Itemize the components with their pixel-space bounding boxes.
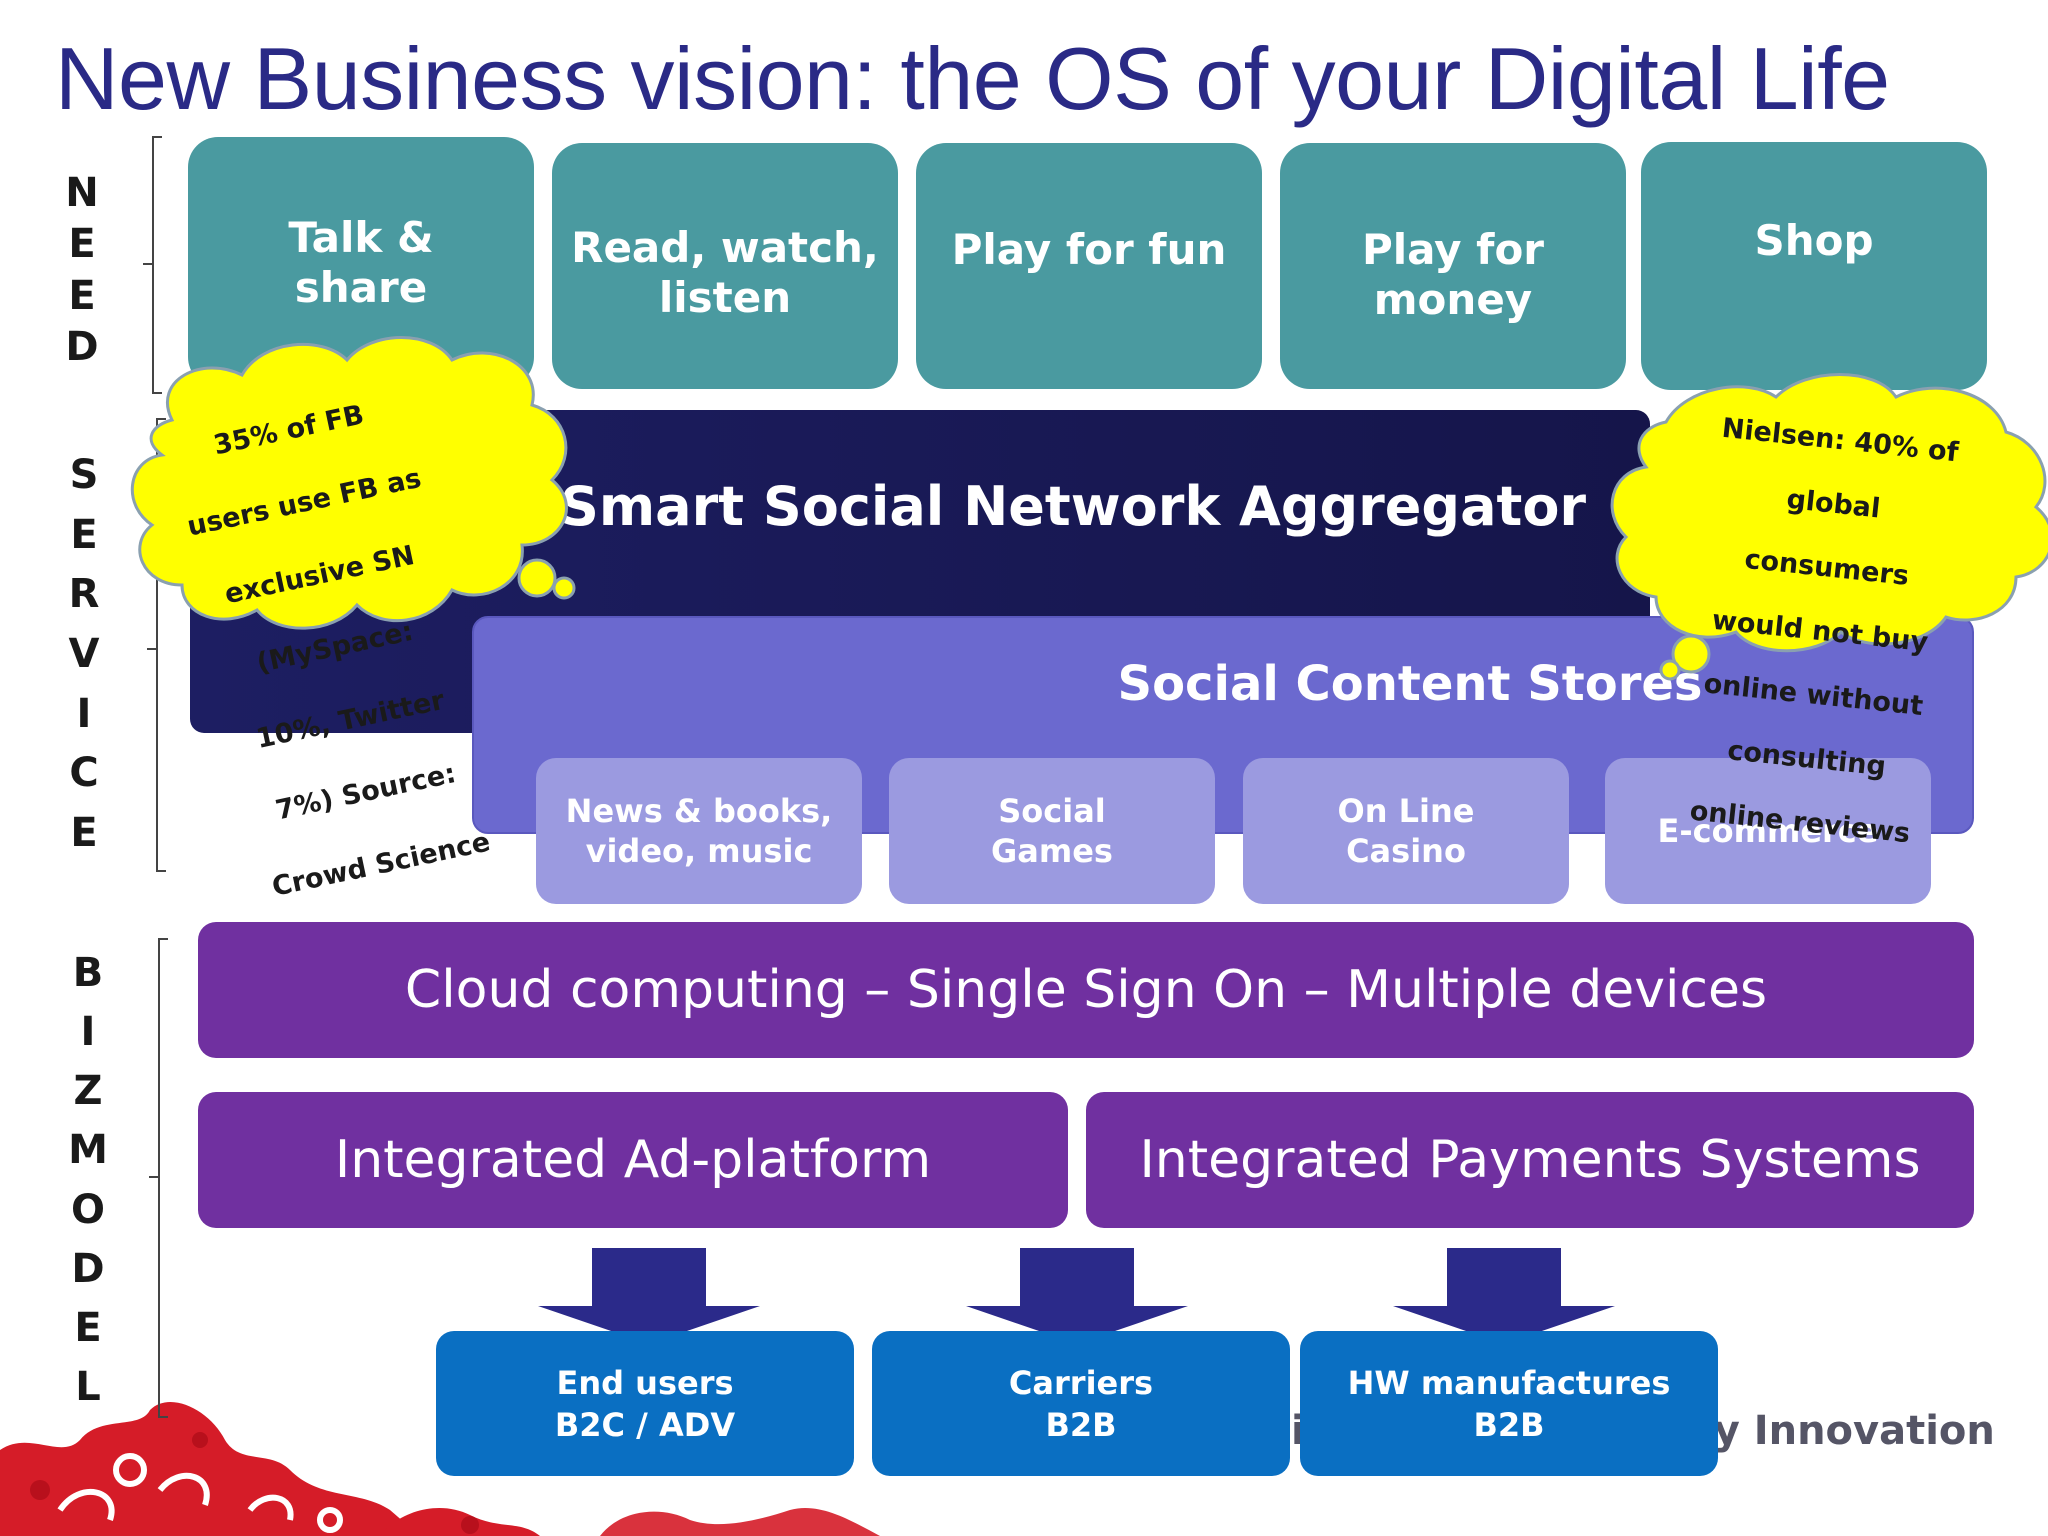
need-play-for-money: Play for money bbox=[1280, 143, 1626, 389]
store-social-games: Social Games bbox=[889, 758, 1215, 904]
right-callout-line: Nielsen: 40% of bbox=[1720, 412, 1960, 469]
down-arrow-icon bbox=[538, 1248, 760, 1344]
footer-partial-text: ly Innovation bbox=[1700, 1408, 1995, 1454]
aggregator-label: Smart Social Network Aggregator bbox=[560, 475, 1587, 538]
need-read-watch-listen: Read, watch, listen bbox=[552, 143, 898, 389]
bizmodel-letter: B bbox=[72, 950, 104, 996]
store-online-casino: On Line Casino bbox=[1243, 758, 1569, 904]
down-arrow-icon bbox=[1393, 1248, 1615, 1344]
bizmodel-letter: D bbox=[71, 1245, 105, 1292]
need-talk-share: Talk & share bbox=[188, 137, 534, 387]
decorative-red-pattern bbox=[0, 1401, 880, 1536]
need-letter: E bbox=[68, 221, 96, 268]
need-bracket bbox=[152, 136, 162, 394]
right-callout-line: online reviews bbox=[1688, 795, 1912, 850]
integrated-ad-platform-bar: Integrated Ad-platform bbox=[198, 1092, 1068, 1228]
store-e-commerce: E-commerce bbox=[1605, 758, 1931, 904]
cloud-computing-bar: Cloud computing – Single Sign On – Multi… bbox=[198, 922, 1974, 1058]
service-side-label: S E R V I C E bbox=[54, 452, 114, 856]
service-bracket bbox=[156, 418, 166, 872]
right-callout-line: global bbox=[1785, 483, 1882, 525]
bizmodel-side-label: B I Z M O D E L bbox=[58, 950, 118, 1410]
down-arrow-icon bbox=[966, 1248, 1188, 1344]
bizmodel-bracket-tick bbox=[149, 1176, 158, 1178]
bizmodel-letter: Z bbox=[73, 1068, 103, 1115]
need-shop: Shop bbox=[1641, 142, 1987, 390]
need-play-for-fun: Play for fun bbox=[916, 143, 1262, 389]
right-callout-line: consumers bbox=[1743, 543, 1911, 592]
right-callout-text: Nielsen: 40% of global consumers would n… bbox=[1616, 374, 2024, 889]
need-letter: D bbox=[65, 323, 99, 370]
need-side-label: N E E D bbox=[52, 170, 112, 370]
right-callout-line: would not buy bbox=[1710, 604, 1930, 659]
need-letter: E bbox=[68, 272, 96, 319]
service-bracket-tick bbox=[147, 648, 156, 650]
need-bracket-tick bbox=[143, 263, 152, 265]
down-arrows bbox=[538, 1248, 1615, 1344]
right-callout-line: online without bbox=[1702, 668, 1925, 723]
store-news-books: News & books, video, music bbox=[536, 758, 862, 904]
bizmodel-letter: E bbox=[74, 1304, 102, 1351]
bizmodel-letter: L bbox=[75, 1363, 101, 1410]
integrated-payments-bar: Integrated Payments Systems bbox=[1086, 1092, 1974, 1228]
right-callout-line: consulting bbox=[1725, 735, 1888, 783]
service-letter: C bbox=[69, 750, 99, 797]
service-letter: E bbox=[70, 809, 98, 856]
service-letter: S bbox=[69, 452, 99, 498]
right-callout-cloud bbox=[1610, 373, 2048, 681]
target-carriers: Carriers B2B bbox=[872, 1331, 1290, 1476]
service-letter: V bbox=[68, 630, 100, 677]
social-content-stores-label: Social Content Stores bbox=[1117, 656, 1703, 712]
page-title: New Business vision: the OS of your Digi… bbox=[55, 29, 1890, 128]
bizmodel-letter: M bbox=[68, 1127, 108, 1174]
service-letter: I bbox=[76, 690, 92, 737]
target-hw-manufacturers: HW manufactures B2B bbox=[1300, 1331, 1718, 1476]
left-callout-cloud bbox=[130, 336, 576, 630]
service-letter: E bbox=[70, 511, 98, 558]
bizmodel-letter: O bbox=[70, 1186, 105, 1233]
target-end-users: End users B2C / ADV bbox=[436, 1331, 854, 1476]
need-letter: N bbox=[65, 170, 99, 216]
bizmodel-bracket bbox=[158, 938, 168, 1418]
service-letter: R bbox=[68, 571, 100, 618]
bizmodel-letter: I bbox=[80, 1009, 96, 1056]
